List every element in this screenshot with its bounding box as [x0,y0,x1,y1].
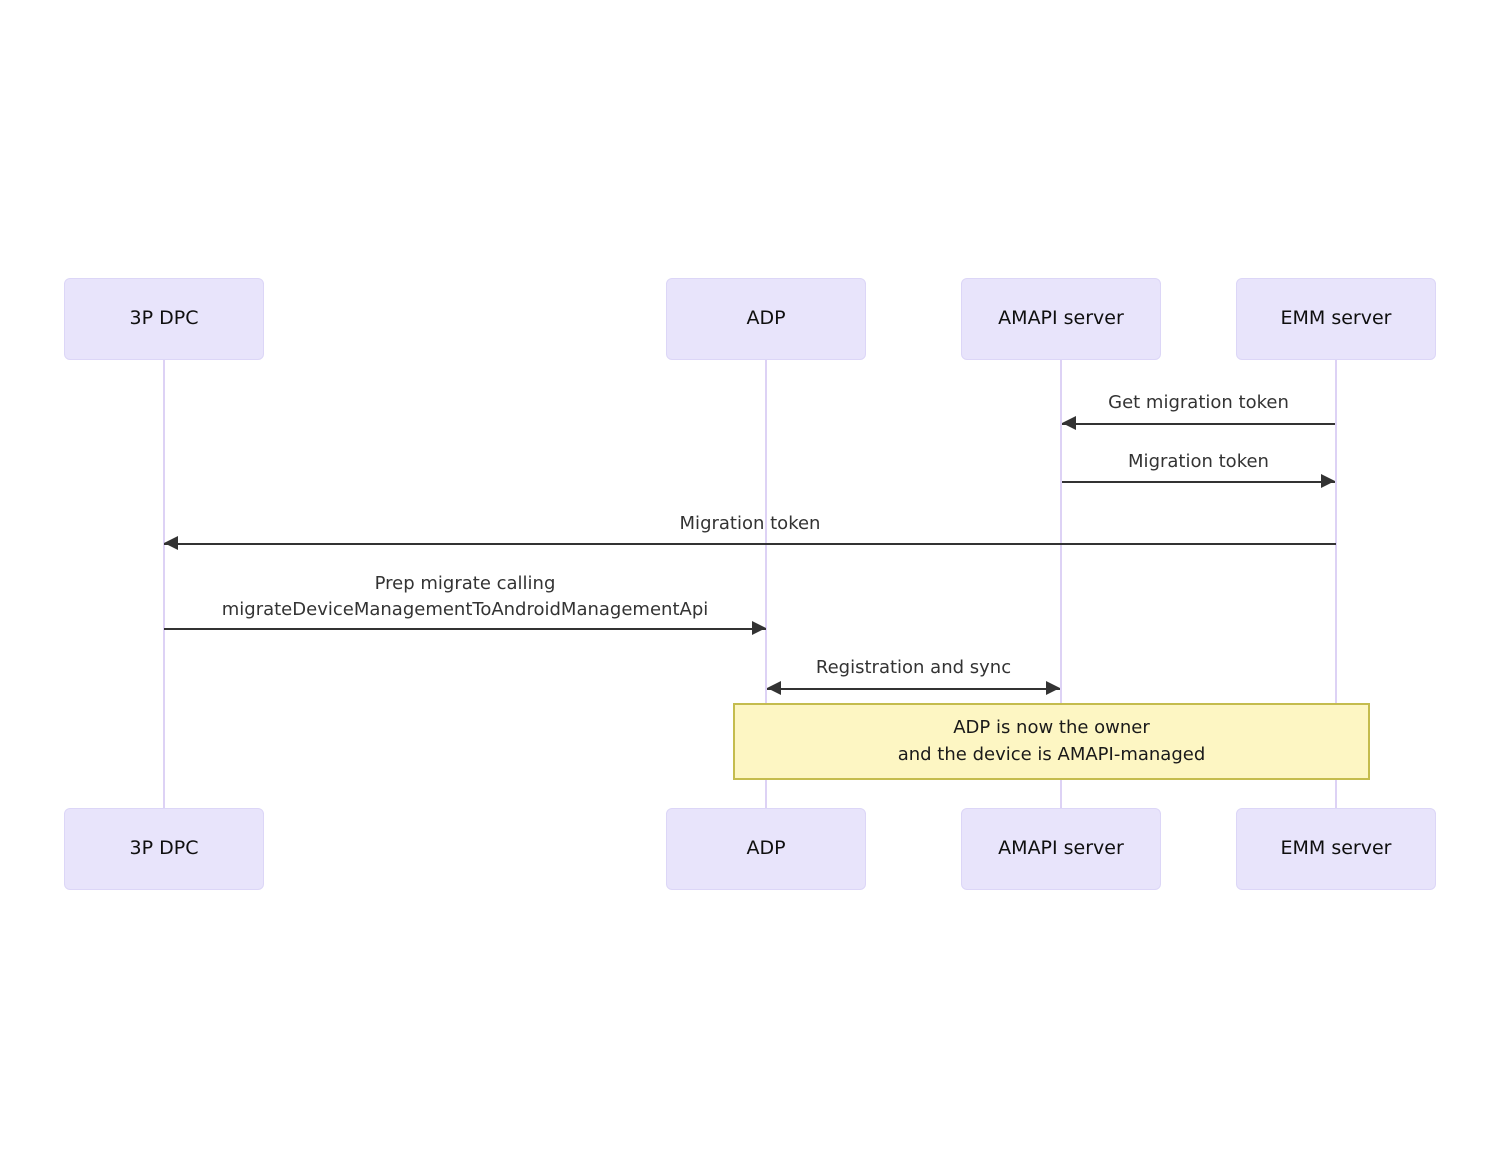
arrow-line [164,628,766,630]
lifeline-amapi [1060,360,1062,810]
participant-label: ADP [746,307,786,330]
arrow-line [767,688,1060,690]
message-label-registration-and-sync: Registration and sync [815,657,1012,678]
message-label-migration-token-amapi-emm: Migration token [1128,451,1269,472]
arrowhead-right-icon [752,621,766,635]
arrowhead-right-icon [1321,474,1335,488]
participant-label: ADP [746,837,786,860]
arrow-line [164,543,1336,545]
note-adp-owner: ADP is now the owner and the device is A… [733,703,1370,780]
message-label-migration-token-emm-dpc: Migration token [679,513,821,534]
lifeline-dpc [163,360,165,810]
participant-label: EMM server [1280,307,1392,330]
message-label-get-migration-token: Get migration token [1108,392,1289,413]
arrow-line [1062,481,1335,483]
participant-emm-top[interactable]: EMM server [1236,278,1436,360]
arrowhead-left-icon [1062,416,1076,430]
participant-adp-top[interactable]: ADP [666,278,866,360]
participant-emm-bottom[interactable]: EMM server [1236,808,1436,890]
arrowhead-right-icon [1046,681,1060,695]
message-label-prep-migrate: Prep migrate calling migrateDeviceManage… [221,573,709,620]
lifeline-adp [765,360,767,810]
participant-amapi-bottom[interactable]: AMAPI server [961,808,1161,890]
arrowhead-left-icon [164,536,178,550]
participant-dpc-bottom[interactable]: 3P DPC [64,808,264,890]
arrowhead-left-icon [767,681,781,695]
participant-label: EMM server [1280,837,1392,860]
participant-label: 3P DPC [129,307,199,330]
participant-adp-bottom[interactable]: ADP [666,808,866,890]
participant-label: 3P DPC [129,837,199,860]
lifeline-emm [1335,360,1337,810]
arrow-line [1062,423,1335,425]
participant-label: AMAPI server [998,307,1124,330]
participant-label: AMAPI server [998,837,1124,860]
note-text: ADP is now the owner and the device is A… [897,717,1206,765]
participant-amapi-top[interactable]: AMAPI server [961,278,1161,360]
participant-dpc-top[interactable]: 3P DPC [64,278,264,360]
